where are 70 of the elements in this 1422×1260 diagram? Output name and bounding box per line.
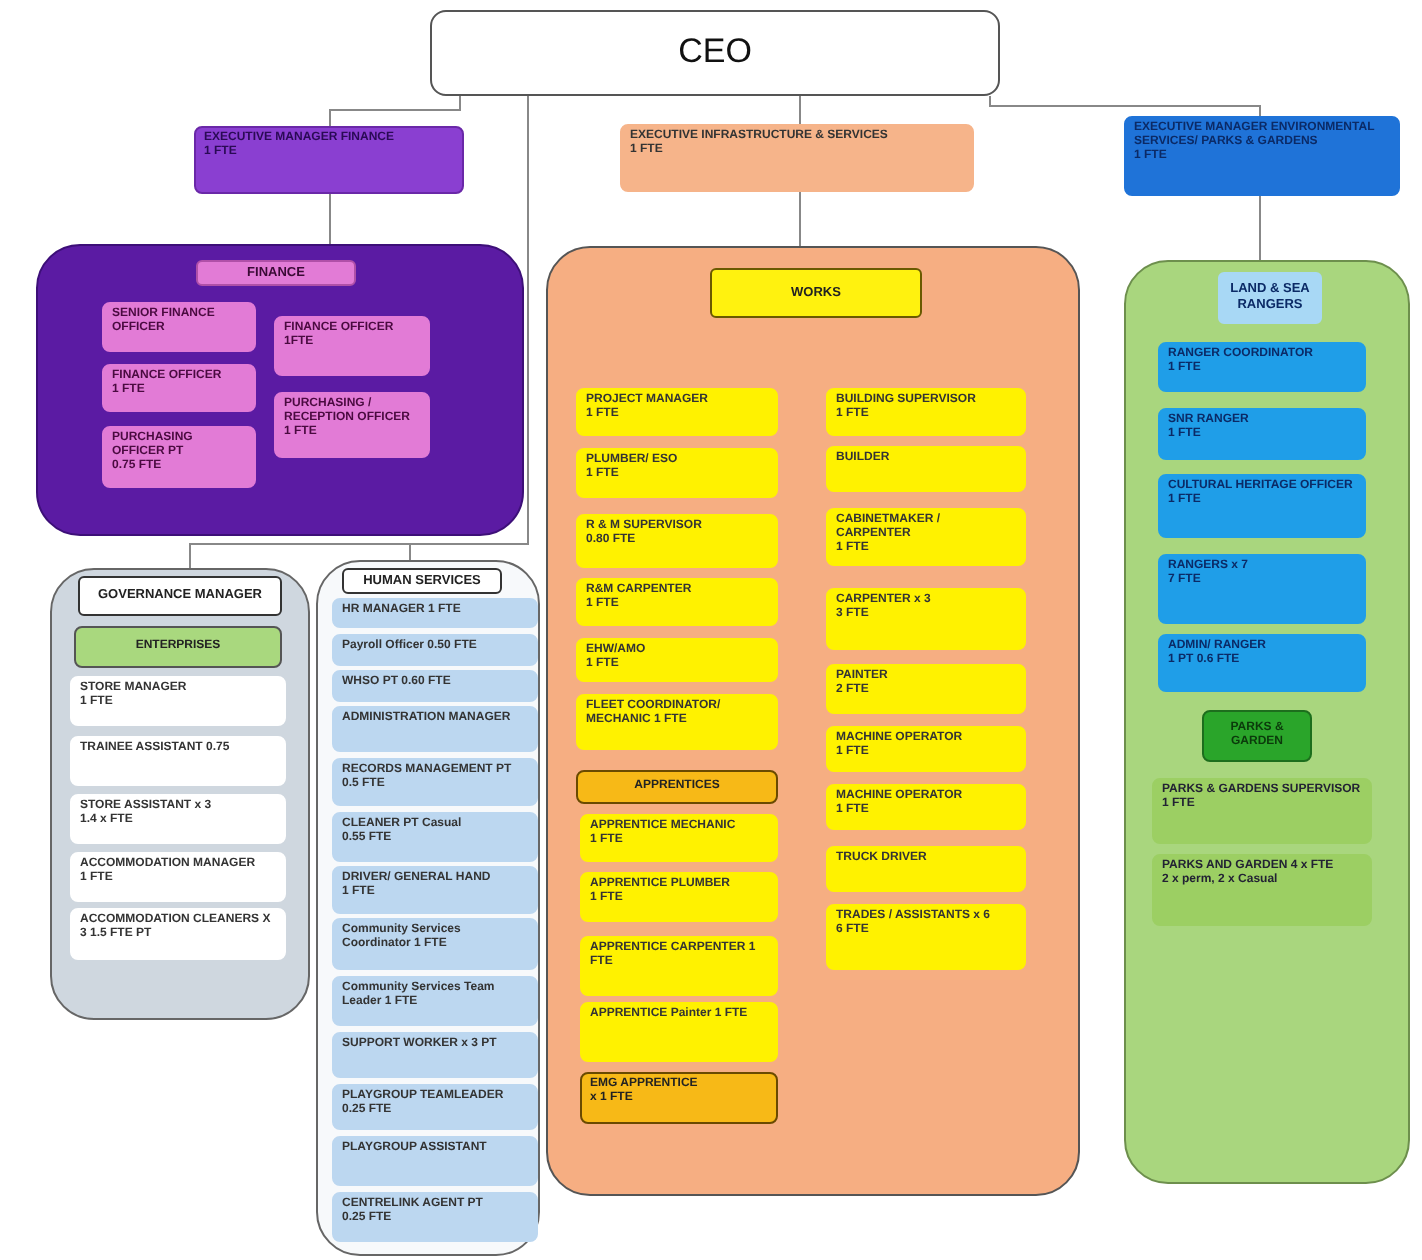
ceo-card <box>430 10 1000 96</box>
position-card <box>1158 554 1366 624</box>
position-card <box>580 936 778 996</box>
connector-line <box>329 95 461 127</box>
position-card <box>576 514 778 568</box>
position-card <box>70 908 286 960</box>
department-panel <box>316 560 540 1256</box>
position-card <box>332 1032 538 1078</box>
position-card <box>274 316 430 376</box>
position-card <box>826 446 1026 492</box>
connector-line <box>329 193 331 245</box>
executive-card <box>1124 116 1400 196</box>
connector-line <box>799 191 801 247</box>
position-card <box>102 302 256 352</box>
position-card <box>70 852 286 902</box>
position-card <box>576 388 778 436</box>
department-panel <box>546 246 1080 1196</box>
position-card <box>826 588 1026 650</box>
position-card <box>274 392 430 458</box>
position-card <box>332 634 538 666</box>
position-card <box>102 426 256 488</box>
position-card <box>1158 408 1366 460</box>
position-card <box>576 638 778 682</box>
connector-line <box>1259 195 1261 261</box>
department-panel <box>36 244 524 536</box>
position-card <box>576 694 778 750</box>
position-card <box>826 846 1026 892</box>
connector-line <box>799 95 801 125</box>
position-card <box>332 706 538 752</box>
position-card <box>332 866 538 914</box>
section-heading <box>1202 710 1312 762</box>
executive-card <box>620 124 974 192</box>
position-card <box>332 1136 538 1186</box>
position-card <box>826 664 1026 714</box>
position-card <box>332 1192 538 1242</box>
position-card <box>580 872 778 922</box>
position-card <box>332 812 538 862</box>
position-card <box>1152 854 1372 926</box>
position-card <box>332 670 538 702</box>
position-card <box>70 676 286 726</box>
position-card <box>580 1072 778 1124</box>
department-panel <box>1124 260 1410 1184</box>
executive-card <box>194 126 464 194</box>
section-heading <box>74 626 282 668</box>
position-card <box>1158 634 1366 692</box>
position-card <box>576 578 778 626</box>
position-card <box>580 814 778 862</box>
position-card <box>332 758 538 806</box>
section-heading <box>576 770 778 804</box>
position-card <box>826 784 1026 830</box>
job-title: CEO <box>678 32 752 74</box>
connector-line <box>989 95 1261 117</box>
connector-line <box>409 95 529 561</box>
position-card <box>332 598 538 628</box>
position-card <box>1152 778 1372 844</box>
position-card <box>332 976 538 1026</box>
position-card <box>580 1002 778 1062</box>
position-card <box>70 794 286 844</box>
position-card <box>826 508 1026 566</box>
position-card <box>576 448 778 498</box>
position-card <box>102 364 256 412</box>
position-card <box>332 918 538 970</box>
department-panel <box>50 568 310 1020</box>
position-card <box>826 388 1026 436</box>
position-card <box>826 726 1026 772</box>
position-card <box>1158 474 1366 538</box>
position-card <box>1158 342 1366 392</box>
position-card <box>332 1084 538 1130</box>
position-card <box>70 736 286 786</box>
position-card <box>826 904 1026 970</box>
